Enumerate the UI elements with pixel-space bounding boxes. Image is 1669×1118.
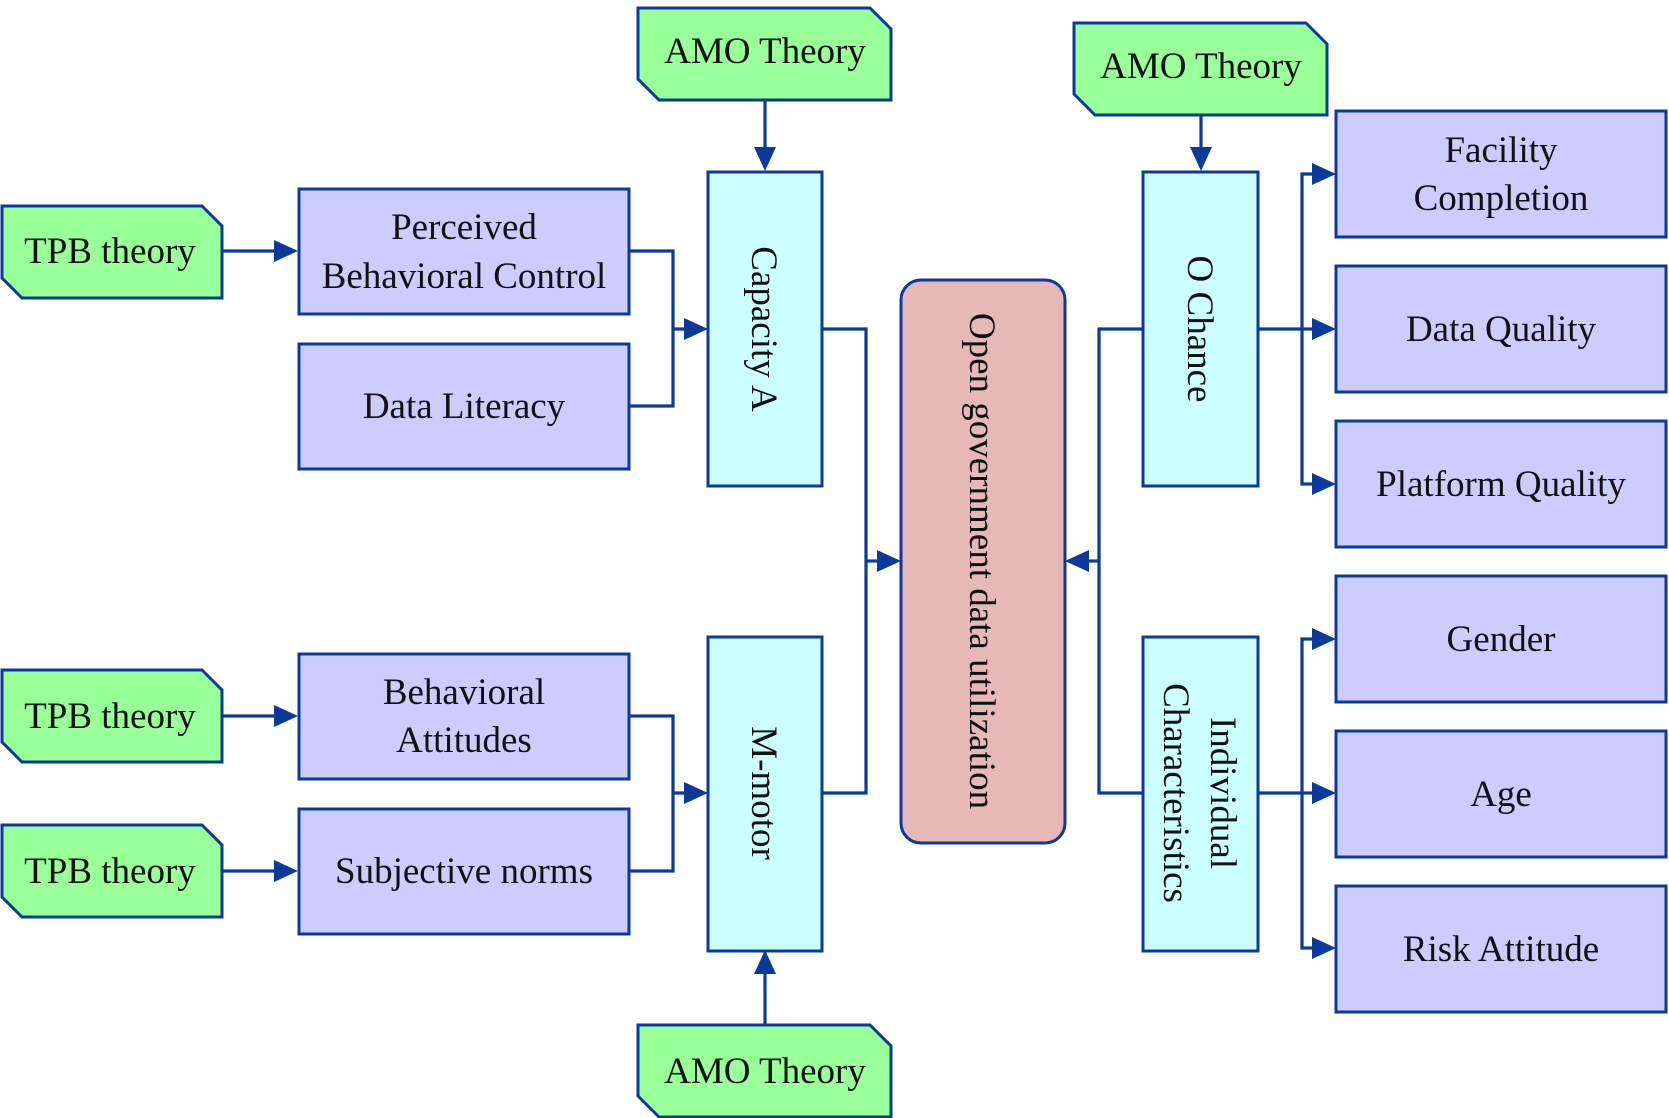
theory-tag-label: TPB theory (24, 696, 196, 737)
connectors (222, 100, 1336, 1025)
factor-box-shape (1334, 729, 1668, 859)
tpb-theory-tag: TPB theory (0, 823, 224, 919)
tpb-theory-tag: TPB theory (0, 204, 224, 300)
factor-label: Gender (1447, 619, 1556, 660)
arrowhead (1312, 628, 1336, 650)
individual-characteristics-pillar: Individual Characteristics (1141, 635, 1260, 953)
arrowhead (754, 147, 776, 171)
factor-label: Data Quality (1406, 309, 1597, 350)
factor-box-shape (1334, 264, 1668, 394)
left-factors: Perceived Behavioral Control Data Litera… (297, 187, 631, 936)
center-node-label: Open government data utilization (961, 313, 1002, 809)
factor-label: Subjective norms (335, 851, 593, 892)
factor-label: Completion (1414, 178, 1589, 219)
arrowhead (754, 950, 776, 974)
factor-box-shape (297, 807, 631, 936)
arrowhead (684, 782, 708, 804)
perceived-behavioral-control-box: Perceived Behavioral Control (297, 187, 631, 316)
factor-box-shape (1334, 884, 1668, 1014)
pillars: Capacity A M-motor O Chance Individual C… (706, 170, 1260, 953)
theory-tag-shape (0, 668, 224, 764)
arrowhead (877, 550, 901, 572)
data-quality-box: Data Quality (1334, 264, 1668, 394)
pillar-shape (706, 170, 824, 488)
edge-attitudes-motor (629, 714, 675, 793)
platform-quality-box: Platform Quality (1334, 419, 1668, 549)
chance-pillar: O Chance (1141, 170, 1260, 488)
arrowhead (1190, 147, 1212, 171)
right-factors: Facility Completion Data Quality Platfor… (1334, 109, 1668, 1014)
factor-label: Age (1470, 774, 1532, 815)
pillar-shape (706, 635, 824, 953)
arrowhead (1312, 937, 1336, 959)
facility-completion-box: Facility Completion (1334, 109, 1668, 239)
arrowhead (1065, 550, 1089, 572)
arrowhead (1312, 318, 1336, 340)
subjective-norms-box: Subjective norms (297, 807, 631, 936)
edge-norms-motor (629, 793, 675, 873)
arrowhead (274, 705, 298, 727)
theory-tag-shape (0, 823, 224, 919)
theory-tag-label: AMO Theory (664, 1051, 866, 1092)
factor-label: Data Literacy (363, 386, 566, 427)
tpb-theory-tag: TPB theory (0, 668, 224, 764)
factor-label: Attitudes (396, 720, 532, 761)
edge-individual-center (1097, 561, 1143, 795)
factor-label: Risk Attitude (1403, 929, 1599, 970)
factor-box-shape (297, 652, 631, 781)
data-literacy-box: Data Literacy (297, 342, 631, 471)
pillar-label: O Chance (1179, 256, 1220, 403)
theory-tag-label: TPB theory (24, 231, 196, 272)
factor-label: Perceived (391, 207, 537, 248)
amo-theory-tag: AMO Theory (636, 1023, 893, 1118)
arrowhead (1312, 163, 1336, 185)
pillar-label: Characteristics (1155, 683, 1196, 903)
arrowhead (684, 318, 708, 340)
theory-tag-shape (636, 1023, 893, 1118)
arrowhead (1312, 473, 1336, 495)
pillar-label: Individual (1202, 717, 1243, 869)
theory-tag-label: AMO Theory (664, 31, 866, 72)
arrowhead (274, 240, 298, 262)
pillar-shape (1141, 170, 1260, 488)
pillar-label: M-motor (743, 726, 784, 860)
amo-theory-tag: AMO Theory (636, 6, 893, 102)
factor-box-shape (297, 342, 631, 471)
theory-tag-label: TPB theory (24, 851, 196, 892)
pillar-shape (1141, 635, 1260, 953)
gender-box: Gender (1334, 574, 1668, 704)
edge-chance-center (1097, 327, 1143, 561)
edge-motor-center (822, 561, 868, 795)
center-node-shape (899, 278, 1067, 845)
motor-pillar: M-motor (706, 635, 824, 953)
theory-tag-shape (0, 204, 224, 300)
center-node: Open government data utilization (899, 278, 1067, 845)
age-box: Age (1334, 729, 1668, 859)
edge-capacity-center (822, 327, 868, 561)
amo-theory-tag: AMO Theory (1072, 21, 1329, 117)
factor-label: Behavioral (383, 672, 545, 713)
factor-label: Platform Quality (1376, 464, 1626, 505)
theory-tags: TPB theory TPB theory TPB theory AMO The… (0, 6, 1329, 1118)
factor-box-shape (1334, 109, 1668, 239)
edge-pbc-capacity (629, 249, 675, 329)
factor-box-shape (1334, 419, 1668, 549)
capacity-pillar: Capacity A (706, 170, 824, 488)
risk-attitude-box: Risk Attitude (1334, 884, 1668, 1014)
theory-tag-shape (1072, 21, 1329, 117)
pillar-label: Capacity A (743, 246, 784, 412)
arrowhead (274, 860, 298, 882)
theory-tag-shape (636, 6, 893, 102)
factor-label: Facility (1444, 130, 1558, 171)
factor-label: Behavioral Control (322, 256, 607, 297)
edge-literacy-capacity (629, 329, 675, 408)
arrowhead (1312, 782, 1336, 804)
factor-box-shape (297, 187, 631, 316)
theory-tag-label: AMO Theory (1100, 46, 1302, 87)
behavioral-attitudes-box: Behavioral Attitudes (297, 652, 631, 781)
factor-box-shape (1334, 574, 1668, 704)
